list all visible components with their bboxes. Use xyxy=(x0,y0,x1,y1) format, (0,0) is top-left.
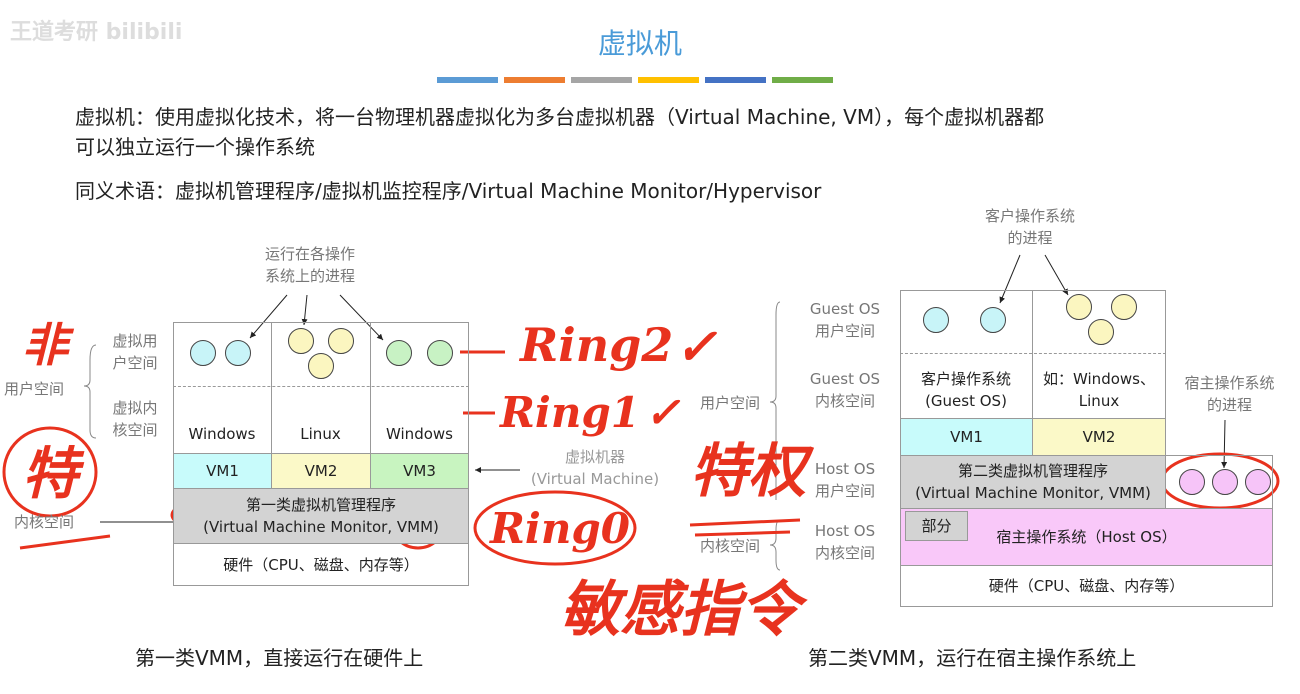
virtual-user-space-label: 虚拟用户空间 xyxy=(100,330,170,374)
host-kernel-label: Host OS 内核空间 xyxy=(795,520,895,564)
process-circle xyxy=(427,340,453,366)
page-title: 虚拟机 xyxy=(597,27,682,60)
process-circle xyxy=(1179,469,1205,495)
hardware-box: 硬件（CPU、磁盘、内存等） xyxy=(900,565,1273,607)
user-space-label: 用户空间 xyxy=(700,394,761,412)
kernel-space-label: 内核空间 xyxy=(14,513,75,531)
divider xyxy=(1032,290,1033,419)
hardware-box: 硬件（CPU、磁盘、内存等） xyxy=(173,543,469,586)
type2-vmm-box: 第二类虚拟机管理程序 (Virtual Machine Monitor, VMM) xyxy=(900,455,1166,509)
vm1-box: VM1 xyxy=(173,453,272,489)
process-circle xyxy=(225,340,251,366)
annotation-sensitive-instructions: 敏感指令 xyxy=(560,575,800,645)
annotation-check: ✓ xyxy=(675,317,717,376)
partial-box: 部分 xyxy=(905,511,968,541)
label-line: 户空间 xyxy=(112,354,158,372)
definition-line: 虚拟机：使用虚拟化技术，将一台物理机器虚拟化为多台虚拟机器（Virtual Ma… xyxy=(75,105,1045,129)
label-line: (Guest OS) xyxy=(925,392,1007,410)
host-user-label: Host OS 用户空间 xyxy=(795,458,895,502)
process-circle xyxy=(1245,469,1271,495)
process-circle xyxy=(1111,294,1137,320)
label-line: 用户空间 xyxy=(814,482,875,500)
host-process-label: 宿主操作系统的进程 xyxy=(1172,372,1287,416)
vmm-line: (Virtual Machine Monitor, VMM) xyxy=(203,518,439,536)
color-bars xyxy=(437,77,833,83)
vmm-line: (Virtual Machine Monitor, VMM) xyxy=(915,484,1151,502)
process-label: 运行在各操作系统上的进程 xyxy=(250,243,370,287)
definition-line: 可以独立运行一个操作系统 xyxy=(75,135,315,159)
process-circle xyxy=(190,340,216,366)
vm1-box: VM1 xyxy=(900,418,1033,456)
definition: 虚拟机：使用虚拟化技术，将一台物理机器虚拟化为多台虚拟机器（Virtual Ma… xyxy=(75,102,1275,162)
guest-user-label: Guest OS 用户空间 xyxy=(795,298,895,342)
divider xyxy=(370,322,371,454)
os-label: Windows xyxy=(386,425,453,443)
label-line: 的进程 xyxy=(1007,229,1053,247)
label-line: 运行在各操作 xyxy=(264,245,355,263)
process-circle xyxy=(923,307,949,333)
vmm-line: 第一类虚拟机管理程序 xyxy=(245,496,396,514)
label-line: 虚拟机器 xyxy=(564,448,625,466)
os-label: Linux xyxy=(300,425,341,443)
process-circle xyxy=(288,328,314,354)
process-circle xyxy=(328,328,354,354)
annotation-ring0: Ring0 xyxy=(490,504,630,553)
process-circle xyxy=(386,340,412,366)
annotation-check: ✓ xyxy=(645,388,681,437)
annotation-special: 特 xyxy=(22,441,78,507)
label-line: Guest OS xyxy=(809,370,881,388)
type1-caption: 第一类VMM，直接运行在硬件上 xyxy=(135,646,424,670)
label-line: 虚拟内 xyxy=(112,399,158,417)
watermark: 王道考研 bilibili xyxy=(10,20,183,45)
guest-kernel-label: Guest OS 内核空间 xyxy=(795,368,895,412)
label-line: (Virtual Machine) xyxy=(530,470,660,488)
annotation-ring2: Ring2 xyxy=(520,318,674,372)
label-line: 虚拟用 xyxy=(112,332,158,350)
kernel-space-label: 内核空间 xyxy=(700,537,761,555)
process-circle xyxy=(1066,294,1092,320)
label-line: Guest OS xyxy=(809,300,881,318)
label-line: 如：Windows、 xyxy=(1043,370,1155,388)
type2-caption: 第二类VMM，运行在宿主操作系统上 xyxy=(808,646,1137,670)
os-label: Windows xyxy=(188,425,256,443)
label-line: Linux xyxy=(1078,392,1120,410)
label-line: 的进程 xyxy=(1206,396,1252,414)
divider xyxy=(173,386,469,387)
process-circle xyxy=(1088,319,1114,345)
label-line: 宿主操作系统 xyxy=(1184,374,1275,392)
label-line: 系统上的进程 xyxy=(264,267,355,285)
example-os-label: 如：Windows、 Linux xyxy=(1032,368,1166,412)
label-line: 内核空间 xyxy=(814,544,875,562)
label-line: Host OS xyxy=(814,522,876,540)
annotation-ring1: Ring1 xyxy=(500,388,640,437)
type1-vmm-box: 第一类虚拟机管理程序 (Virtual Machine Monitor, VMM) xyxy=(173,488,469,544)
label-line: 客户操作系统 xyxy=(984,207,1075,225)
process-circle xyxy=(980,307,1006,333)
virtual-kernel-space-label: 虚拟内核空间 xyxy=(100,397,170,441)
vmm-line: 第二类虚拟机管理程序 xyxy=(957,462,1108,480)
synonyms: 同义术语：虚拟机管理程序/虚拟机监控程序/Virtual Machine Mon… xyxy=(75,179,822,203)
annotation-non: 非 xyxy=(22,318,68,372)
virtual-machine-label: 虚拟机器 (Virtual Machine) xyxy=(530,446,660,490)
vm3-box: VM3 xyxy=(370,453,469,489)
label-line: Host OS xyxy=(814,460,876,478)
label-line: 内核空间 xyxy=(814,392,875,410)
vm2-box: VM2 xyxy=(271,453,371,489)
annotation-privilege: 特权 xyxy=(690,437,807,505)
process-circle xyxy=(308,353,334,379)
guest-os-label: 客户操作系统 (Guest OS) xyxy=(900,368,1032,412)
process-circle xyxy=(1212,469,1238,495)
divider xyxy=(271,322,272,454)
divider xyxy=(900,353,1166,354)
label-line: 核空间 xyxy=(112,421,158,439)
guest-process-label: 客户操作系统的进程 xyxy=(965,205,1095,249)
user-space-label: 用户空间 xyxy=(4,380,65,398)
label-line: 客户操作系统 xyxy=(920,370,1011,388)
vm2-box: VM2 xyxy=(1032,418,1166,456)
label-line: 用户空间 xyxy=(814,322,875,340)
